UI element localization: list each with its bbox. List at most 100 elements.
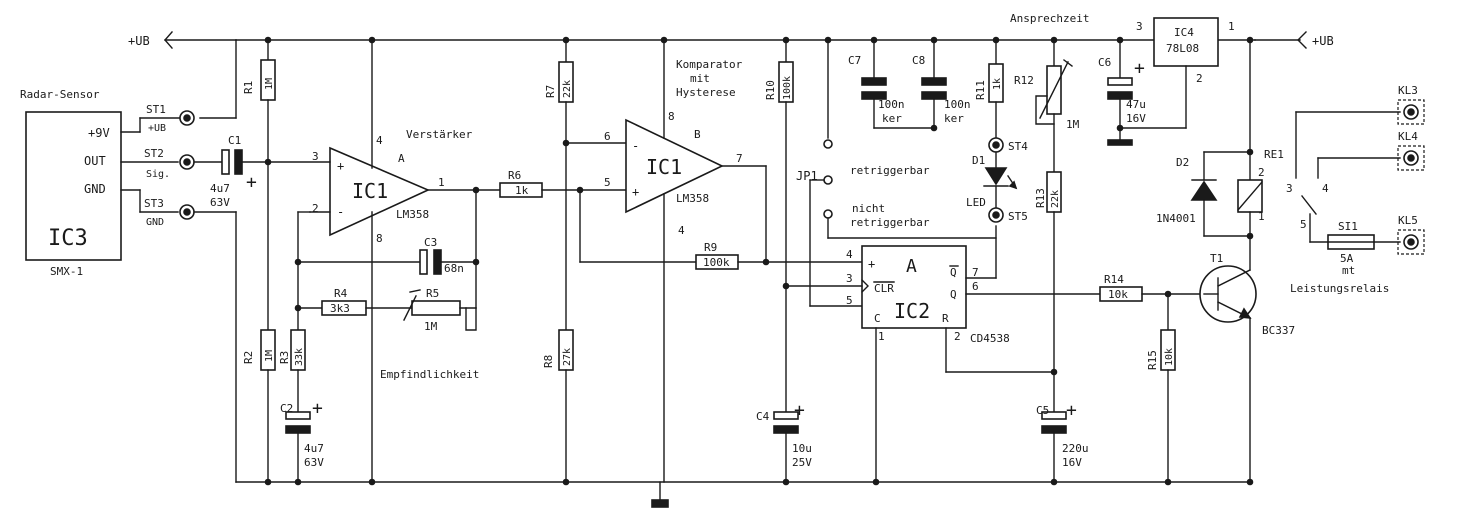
r4-name: R4 [334,287,348,300]
st3-sublabel: GND [146,217,164,228]
ic1b-unit: B [694,128,701,141]
c7-type: ker [882,112,902,125]
r5-name: R5 [426,287,439,300]
r6-value: 1k [515,184,529,197]
ic2-pin6: 6 [972,280,979,293]
ic1b-caption-1: Komparator [676,58,743,71]
jumper-jp1: JP1 retriggerbar nicht retriggerbar [796,36,997,307]
potentiometer-r12: R12 1M Ansprechzeit [1010,12,1089,173]
radar-sensor: Radar-Sensor +9V OUT GND IC3 SMX-1 [20,88,181,278]
sensor-name: IC3 [48,226,88,251]
st3-label: ST3 [144,197,164,210]
c2-voltage: 63V [304,456,324,469]
c5-value: 220u [1062,442,1089,455]
r1-value: 1M [264,78,275,90]
ic1b-pin7: 7 [736,152,743,165]
d1-name: D1 [972,154,985,167]
ic1b-pin5: 5 [604,176,611,189]
ic1a-plus-sign: + [337,159,344,173]
r3-name: R3 [278,351,291,364]
ic1b-plus-sign: + [632,185,639,199]
capacitor-c1: C1 4u7 63V + [193,134,331,209]
ic1a-unit: A [398,152,405,165]
feedback-network [294,186,480,312]
r10-value: 100k [782,76,793,100]
ic1b-pin4: 4 [678,224,685,237]
transistor-t1: T1 BC337 [1199,252,1295,486]
ground-rail [235,481,1251,508]
terminal-st5: ST5 [988,207,1028,223]
c3-value: 68n [444,262,464,275]
c3-name: C3 [424,236,437,249]
resistor-r13: R13 22k [1034,171,1062,413]
re1-pin2: 2 [1258,166,1265,179]
c5-voltage: 16V [1062,456,1082,469]
kl3-label: KL3 [1398,84,1418,97]
relay-pin3: 3 [1286,182,1293,195]
relay-re1: RE1 2 1 [1203,39,1284,271]
ic2-pin3: 3 [846,272,853,285]
capacitor-c4: C4 + 10u 25V [756,400,812,486]
r12-value: 1M [1066,118,1080,131]
capacitor-c8: C8 100n ker [912,36,971,132]
st1-sublabel: +UB [148,123,166,134]
c5-name: C5 [1036,404,1049,417]
t1-name: T1 [1210,252,1223,265]
st2-label: ST2 [144,147,164,160]
re1-pin1: 1 [1258,210,1265,223]
regulator-ic4: IC4 78L08 3 1 2 [1116,17,1235,132]
r7-value: 22k [562,80,573,98]
ic2-plus: + [868,257,875,271]
ic4-type: 78L08 [1166,42,1199,55]
supply-input-left: +UB [128,31,237,119]
r5-value: 1M [424,320,438,333]
c4-voltage: 25V [792,456,812,469]
retrig-label: retriggerbar [850,164,930,177]
r11-value: 1k [992,78,1003,90]
resistor-r11: R11 1k [974,36,1004,139]
resistor-r8: R8 27k [542,329,574,486]
st5-label: ST5 [1008,210,1028,223]
c6-value: 47u [1126,98,1146,111]
c4-polarity: + [794,400,805,421]
resistor-r14: R14 10k [1099,273,1205,302]
ic2-type: CD4538 [970,332,1010,345]
non-retrig-label-2: retriggerbar [850,216,930,229]
relay-pin4: 4 [1322,182,1329,195]
ic1b-caption-3: Hysterese [676,86,736,99]
r14-name: R14 [1104,273,1124,286]
terminal-st2: ST2 Sig. [144,147,195,180]
c1-polarity: + [246,172,257,193]
response-time-caption: Ansprechzeit [1010,12,1089,25]
vcc-right-label: +UB [1312,34,1334,48]
resistor-r3: R3 33k [278,307,306,413]
r14-value: 10k [1108,288,1128,301]
ic1a-pin2: 2 [312,202,319,215]
vcc-left-label: +UB [128,34,150,48]
ic2-pin1: 1 [878,330,885,343]
ic1a-caption: Verstärker [406,128,473,141]
st4-label: ST4 [1008,140,1028,153]
si1-type: mt [1342,264,1355,277]
r12-name: R12 [1014,74,1034,87]
power-relay-caption: Leistungsrelais [1290,282,1389,295]
c6-name: C6 [1098,56,1111,69]
r6-name: R6 [508,169,521,182]
kl4-label: KL4 [1398,130,1418,143]
resistor-r4: R4 3k3 [297,287,413,316]
capacitor-c5: C5 + 220u 16V [1036,400,1089,486]
ic4-pin1: 1 [1228,20,1235,33]
ic2-pin-r: R [942,312,949,325]
c8-type: ker [944,112,964,125]
ic2-pin2: 2 [954,330,961,343]
ic1b-name: IC1 [646,155,682,179]
sensor-caption: Radar-Sensor [20,88,100,101]
st2-sublabel: Sig. [146,169,170,180]
d2-type: 1N4001 [1156,212,1196,225]
c1-value: 4u7 [210,182,230,195]
monoflop-ic2: + CLR A IC2 C R Q Q CD4538 4 3 5 7 6 1 2 [785,225,1101,486]
si1-name: SI1 [1338,220,1358,233]
r2-value: 1M [264,350,275,362]
ic1a-type: LM358 [396,208,429,221]
ic1b-pin6: 6 [604,130,611,143]
